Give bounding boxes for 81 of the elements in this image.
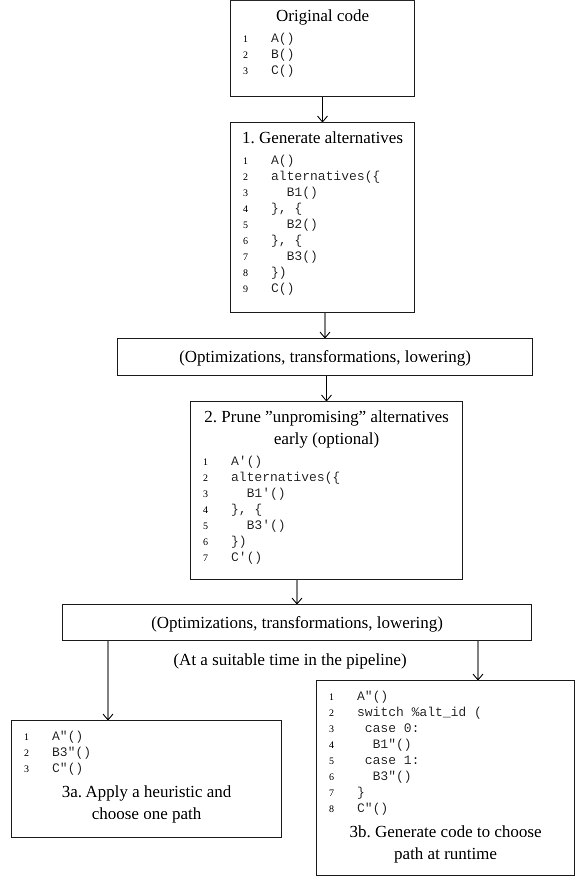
box-heading: 3b. Generate code to choose path at runtime <box>348 821 543 865</box>
code-line: B1'() <box>246 486 286 502</box>
code-line: }) <box>271 265 287 281</box>
code-line: C() <box>271 63 294 79</box>
line-number: 6 <box>203 536 209 550</box>
line-number: 9 <box>243 283 249 297</box>
code-line: }, { <box>271 233 302 249</box>
note-text: (At a suitable time in the pipeline) <box>172 649 408 671</box>
code-line: B3"() <box>52 745 92 761</box>
line-number: 4 <box>243 203 249 217</box>
arrow <box>320 312 330 338</box>
line-number: 3 <box>243 187 249 201</box>
line-number: 6 <box>243 235 249 249</box>
line-number: 3 <box>24 763 30 777</box>
code-line: }, { <box>271 201 302 217</box>
line-number: 5 <box>243 219 249 233</box>
arrow <box>472 640 484 680</box>
line-number: 5 <box>203 520 209 534</box>
line-number: 3 <box>243 65 249 79</box>
line-number: 2 <box>329 707 335 721</box>
line-number: 8 <box>243 267 249 281</box>
code-line: }) <box>231 534 247 550</box>
code-line: C() <box>271 281 294 297</box>
line-number: 6 <box>329 771 335 785</box>
code-line: alternatives({ <box>231 470 340 486</box>
code-line: A() <box>271 153 294 169</box>
arrow <box>102 640 114 720</box>
code-line: } <box>357 785 365 801</box>
line-number: 7 <box>203 552 209 566</box>
code-line: case 1: <box>364 753 420 769</box>
process-box <box>230 122 415 313</box>
process-box <box>62 604 532 641</box>
line-number: 3 <box>329 723 335 737</box>
line-number: 1 <box>24 731 30 745</box>
process-box <box>11 720 282 838</box>
code-line: C'() <box>231 550 262 566</box>
arrow <box>321 376 332 402</box>
code-line: B3'() <box>246 518 286 534</box>
code-line: B() <box>271 47 294 63</box>
line-number: 1 <box>243 33 249 47</box>
code-line: case 0: <box>364 721 420 737</box>
line-number: 2 <box>243 49 249 63</box>
code-line: C"() <box>357 801 388 817</box>
line-number: 2 <box>243 171 249 185</box>
line-number: 4 <box>329 739 335 753</box>
box-heading: (Optimizations, transformations, lowering) <box>150 612 444 634</box>
code-line: B1"() <box>372 737 412 753</box>
box-heading: (Optimizations, transformations, lowering) <box>178 346 472 368</box>
code-line: B3"() <box>372 769 412 785</box>
code-line: B3() <box>286 249 318 265</box>
box-heading: 2. Prune ”unpromising” alternatives early (optional) <box>203 406 450 450</box>
code-line: A"() <box>357 689 388 705</box>
code-line: }, { <box>231 502 262 518</box>
code-line: A"() <box>52 729 84 745</box>
line-number: 3 <box>203 488 209 502</box>
process-box <box>190 401 463 580</box>
arrow <box>317 96 328 122</box>
process-box <box>117 338 533 376</box>
process-box <box>230 0 415 97</box>
line-number: 1 <box>243 155 249 169</box>
line-number: 7 <box>329 787 335 801</box>
line-number: 1 <box>203 456 209 470</box>
line-number: 5 <box>329 755 335 769</box>
code-line: A'() <box>231 454 262 470</box>
line-number: 4 <box>203 504 209 518</box>
box-heading: 3a. Apply a heuristic and choose one path <box>60 781 232 825</box>
code-line: B2() <box>286 217 318 233</box>
process-box <box>316 680 575 876</box>
arrow <box>292 580 302 604</box>
box-heading: 1. Generate alternatives <box>241 127 404 149</box>
code-line: C"() <box>52 761 84 777</box>
line-number: 8 <box>329 803 335 817</box>
box-heading: Original code <box>275 5 370 27</box>
code-line: alternatives({ <box>271 169 380 185</box>
line-number: 7 <box>243 251 249 265</box>
line-number: 2 <box>203 472 209 486</box>
code-line: A() <box>271 31 294 47</box>
code-line: B1() <box>286 185 318 201</box>
line-number: 2 <box>24 747 30 761</box>
code-line: switch %alt_id ( <box>357 705 482 721</box>
line-number: 1 <box>329 691 335 705</box>
